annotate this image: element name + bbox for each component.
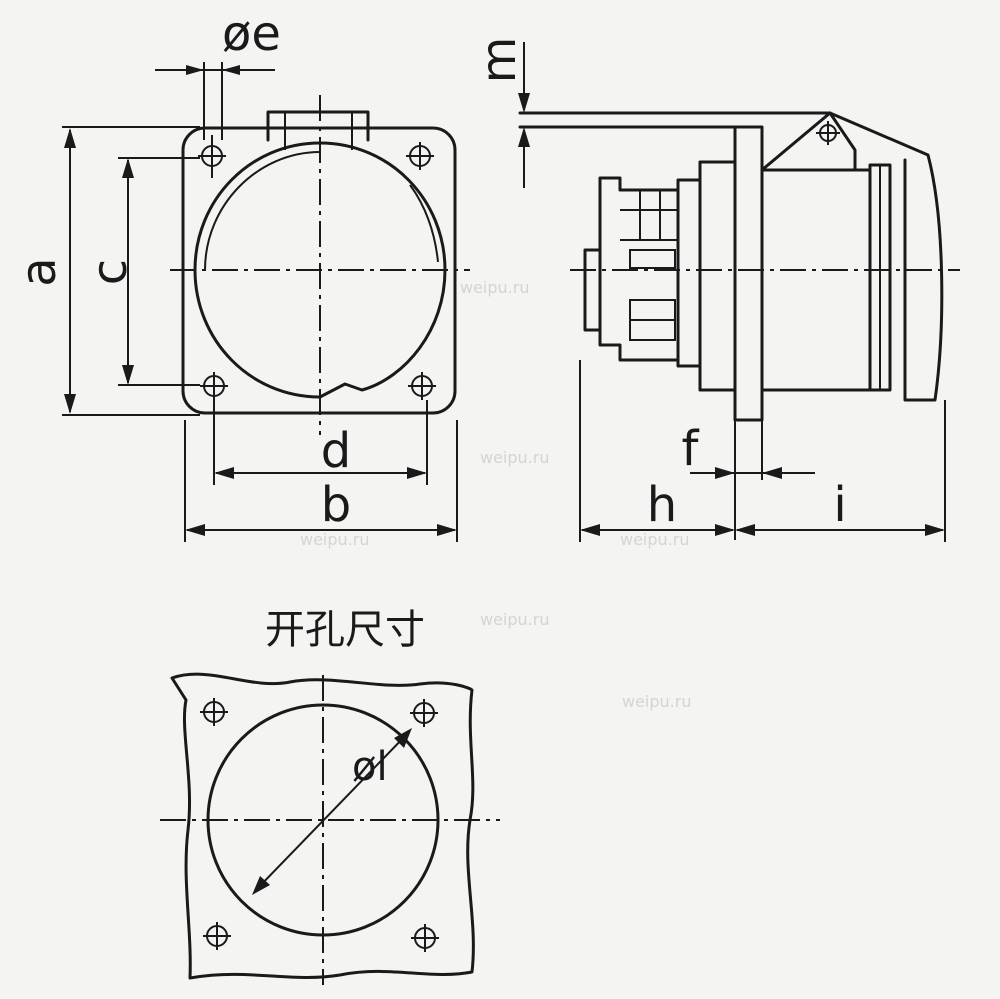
watermark: weipu.ru <box>300 530 369 549</box>
watermark: weipu.ru <box>622 692 691 711</box>
bolt-hole-icon <box>405 141 435 171</box>
watermark: weipu.ru <box>480 610 549 629</box>
front-view: a c øe d b <box>11 6 470 542</box>
side-view: m f h i <box>471 37 960 542</box>
dim-label-h: h <box>647 477 677 533</box>
dim-label-f: f <box>682 421 700 477</box>
side-rear-terminals <box>598 176 680 362</box>
dim-label-l: øl <box>352 744 388 790</box>
cutout-title: 开孔尺寸 <box>265 607 425 653</box>
bolt-hole-icon <box>199 371 229 401</box>
dim-label-a: a <box>11 257 67 286</box>
panel-outline <box>170 672 475 980</box>
cutout-view: 开孔尺寸 øl <box>160 607 500 985</box>
bolt-hole-icon <box>410 923 440 953</box>
bolt-hole-icon <box>199 697 229 727</box>
hinge-tab <box>266 110 370 142</box>
watermark: weipu.ru <box>620 530 689 549</box>
bolt-hole-icon <box>407 371 437 401</box>
dim-label-i: i <box>833 477 846 533</box>
side-flange <box>733 125 764 422</box>
dim-label-d: d <box>321 423 351 479</box>
side-lid <box>828 111 944 402</box>
dim-label-b: b <box>321 477 351 533</box>
side-body <box>760 168 872 392</box>
watermark: weipu.ru <box>460 278 529 297</box>
bolt-hole-icon <box>202 921 232 951</box>
dim-label-e: øe <box>222 6 281 62</box>
watermarks: weipu.ru weipu.ru weipu.ru weipu.ru weip… <box>300 278 691 711</box>
bolt-hole-icon <box>409 698 439 728</box>
dim-label-c: c <box>82 259 138 285</box>
dim-label-m: m <box>471 37 527 84</box>
watermark: weipu.ru <box>480 448 549 467</box>
